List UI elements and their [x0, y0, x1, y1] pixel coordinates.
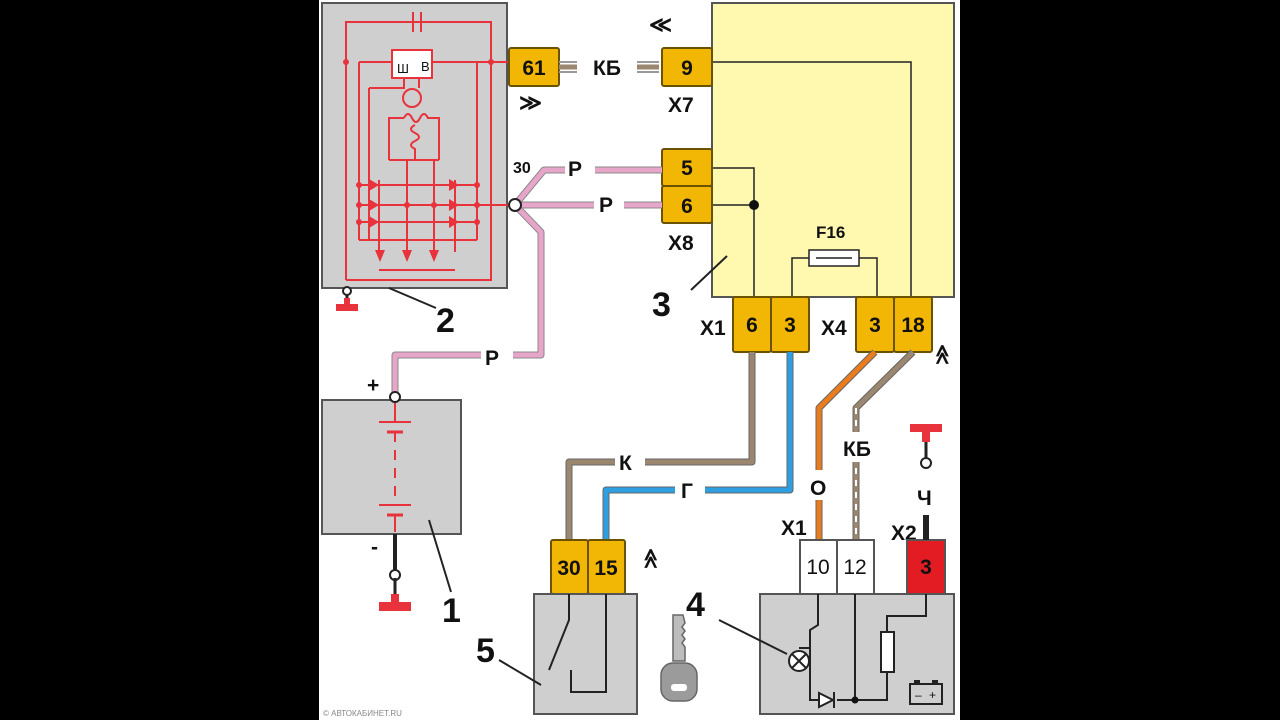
- x7-pin-9-label: 9: [681, 57, 693, 80]
- battery-ground-icon: [379, 578, 411, 611]
- cluster-pin-10-label: 10: [806, 556, 829, 579]
- socket-arrows-icon: ≪: [649, 12, 672, 37]
- x8-pin-5-label: 5: [681, 157, 693, 180]
- x4-pin-18-label: 18: [901, 314, 925, 337]
- wire-p-battery-label: Р: [485, 347, 499, 370]
- wire-ch-label: Ч: [917, 487, 932, 510]
- cluster-diode-icon: [818, 691, 836, 709]
- x4-pin-3-label: 3: [869, 314, 881, 337]
- diagram-svg: Ш В 2 61 ≫ КБ F16: [321, 2, 955, 718]
- wire-g-label: Г: [681, 480, 693, 503]
- svg-text:–: –: [915, 688, 922, 702]
- ecu-housing: [711, 2, 955, 298]
- cluster-leader-line: [718, 619, 788, 655]
- cluster-pin-3-label: 3: [920, 556, 932, 579]
- ignition-key-icon: [660, 614, 698, 702]
- wire-o-label: О: [810, 477, 826, 500]
- ecu-number: 3: [652, 286, 671, 324]
- generator-terminal-30: [508, 198, 522, 212]
- generator: Ш В 2: [321, 2, 509, 340]
- x1-pin-3-label: 3: [784, 314, 796, 337]
- instrument-cluster: X1 10 12 X2 3 Ч: [686, 424, 955, 715]
- x4-label: X4: [821, 317, 847, 340]
- wire-p-upper-label: Р: [568, 158, 582, 181]
- plug-arrows-icon: ≫: [519, 90, 542, 115]
- ecu: F16 3: [652, 2, 955, 324]
- generator-housing: [321, 2, 508, 289]
- wires-k-g: [565, 352, 794, 540]
- cluster-number: 4: [686, 586, 705, 624]
- cluster-resistor-icon: [880, 631, 895, 673]
- cluster-housing: [759, 593, 955, 715]
- battery-plus-label: +: [367, 374, 379, 397]
- switch-pin-30-label: 30: [557, 557, 580, 580]
- cluster-ground-icon: [910, 424, 942, 540]
- x7-label: X7: [668, 94, 694, 117]
- generator-pin-sh-label: Ш: [397, 61, 409, 76]
- watermark: © АВТОКАБИНЕТ.RU: [323, 709, 402, 718]
- fuse-f16-label: F16: [816, 223, 845, 242]
- x1-label: X1: [700, 317, 726, 340]
- switch-leader-line: [498, 659, 542, 686]
- ecu-internal-lines: [712, 61, 912, 297]
- generator-number: 2: [436, 302, 455, 340]
- generator-pin-b-label: В: [421, 59, 430, 74]
- switch-number: 5: [476, 632, 495, 670]
- wire-kb-right-label: КБ: [843, 438, 871, 461]
- battery-number: 1: [442, 592, 461, 630]
- x1-pin-6-label: 6: [746, 314, 758, 337]
- generator-junctions: [343, 59, 494, 225]
- wire-k-label: К: [619, 452, 632, 475]
- battery-minus-label: -: [371, 536, 378, 559]
- battery-leader-line: [428, 519, 452, 593]
- cluster-pin-12-label: 12: [843, 556, 866, 579]
- generator-plug-61-label: 61: [522, 57, 546, 80]
- ecu-leader-line: [690, 255, 728, 291]
- x7-pin-9: [661, 47, 713, 87]
- x8-label: X8: [668, 232, 694, 255]
- wires-p: [391, 166, 662, 395]
- battery-cells: [379, 402, 411, 532]
- ignition-switch: 30 15 ≫ 5: [476, 539, 662, 715]
- switch-housing: [533, 593, 638, 715]
- cluster-x1-label: X1: [781, 517, 807, 540]
- wire-kb-top: [559, 50, 659, 84]
- wire-kb-top-label: КБ: [593, 57, 621, 80]
- x8-pin-6-label: 6: [681, 195, 693, 218]
- battery-indicator-icon: – +: [909, 680, 943, 705]
- switch-pin-15-label: 15: [594, 557, 618, 580]
- wiring-diagram: Ш В 2 61 ≫ КБ F16: [319, 0, 960, 720]
- generator-ground-icon: [336, 286, 358, 311]
- ecu-junction: [749, 200, 759, 210]
- battery: + - 1: [321, 374, 462, 630]
- generator-terminal-30-label: 30: [513, 160, 531, 177]
- wire-p-lower-label: Р: [599, 194, 613, 217]
- svg-text:+: +: [929, 688, 936, 702]
- generator-leader-line: [388, 287, 437, 309]
- x4-arrows-icon: ≪: [931, 344, 953, 365]
- switch-arrows-icon: ≫: [640, 548, 662, 569]
- generator-diodes: [369, 179, 459, 262]
